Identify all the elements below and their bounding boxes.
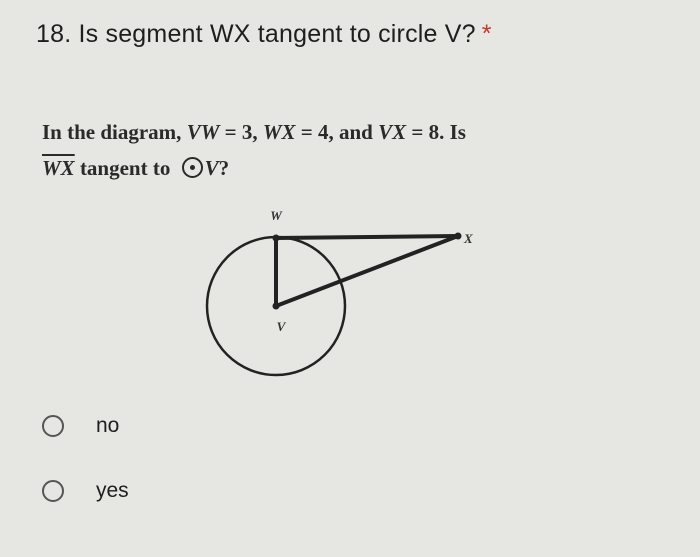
question-text: Is segment WX tangent to circle V? (78, 20, 476, 48)
question-title: 18. Is segment WX tangent to circle V?* (36, 20, 492, 49)
point-v (272, 302, 280, 310)
label-v: V (277, 319, 287, 334)
circle-symbol-icon (181, 157, 203, 178)
question-mark: ? (218, 156, 230, 180)
option-no[interactable]: no (42, 409, 119, 443)
label-w: W (270, 208, 283, 223)
segment-vx: VX (378, 120, 407, 144)
point-x (454, 232, 462, 240)
segment-vw: VW (186, 120, 220, 144)
vx-value: = 8. Is (406, 120, 466, 144)
point-w (272, 234, 280, 242)
option-no-label: no (96, 414, 120, 437)
option-yes-label: yes (96, 479, 129, 502)
segment-wx-overline: WX (42, 156, 75, 180)
tangent-text: tangent to (74, 156, 176, 180)
segment-vx-line (275, 234, 459, 308)
segment-wx-line (275, 234, 459, 240)
radio-yes[interactable] (42, 480, 64, 502)
problem-statement: In the diagram, VW = 3, WX = 4, and VX =… (42, 114, 602, 186)
required-mark: * (481, 20, 492, 48)
label-x: X (463, 231, 473, 246)
question-number: 18. (36, 20, 72, 48)
option-yes[interactable]: yes (42, 474, 129, 508)
radio-no[interactable] (42, 415, 64, 437)
circle-name: V (204, 156, 219, 180)
segment-wx: WX (262, 120, 296, 144)
problem-line-2: WX tangent to V? (42, 150, 602, 186)
problem-intro: In the diagram, (42, 120, 187, 144)
problem-line-1: In the diagram, VW = 3, WX = 4, and VX =… (42, 114, 602, 150)
vw-value: = 3, (219, 120, 263, 144)
wx-value: = 4, and (295, 120, 379, 144)
